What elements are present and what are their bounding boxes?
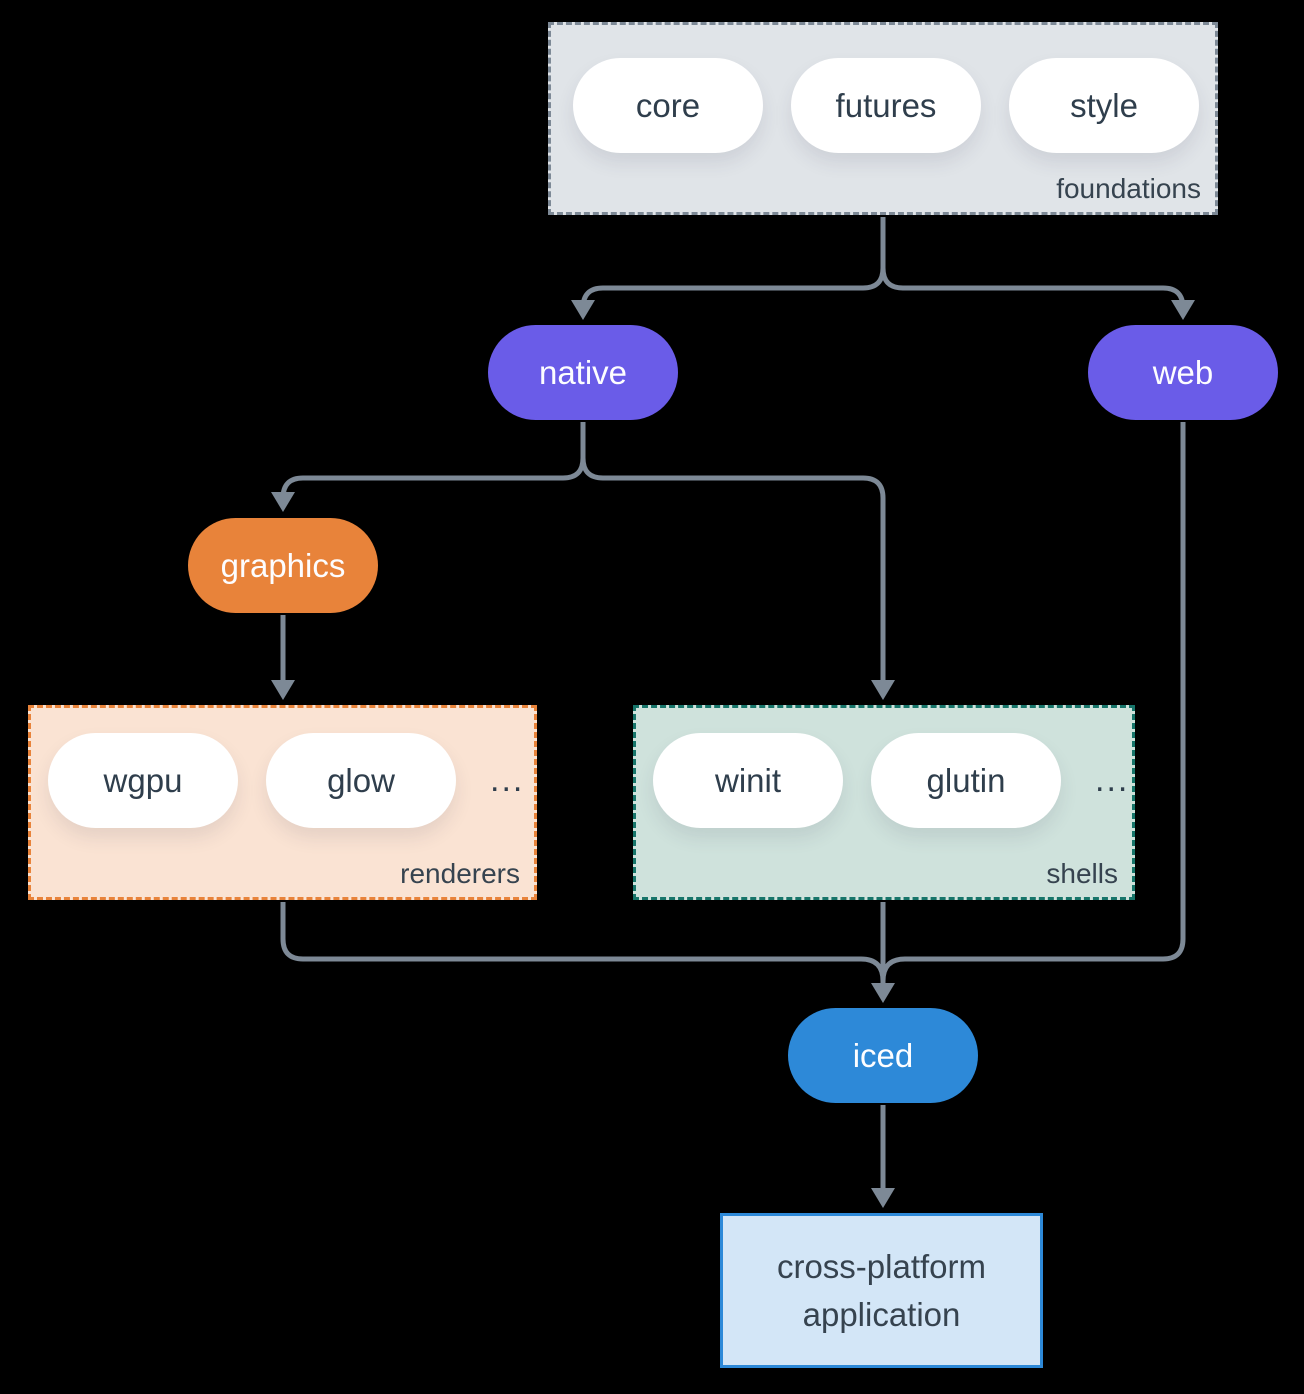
edge-web-iced [880,422,1186,982]
renderers-ellipsis: ... [490,761,525,799]
node-native: native [488,325,678,420]
node-graphics: graphics [188,518,378,613]
shells-ellipsis: ... [1095,761,1130,799]
group-foundations: core futures style foundations [548,22,1218,215]
edge-native-graphics [271,422,586,512]
group-shells: winit glutin ... shells [633,705,1135,900]
edge-renderers-iced [280,902,886,982]
node-cross-platform-application: cross-platform application [720,1213,1043,1368]
crate-glutin: glutin [871,733,1061,828]
crate-style: style [1009,58,1199,153]
renderers-pill-row: wgpu glow ... [48,733,524,828]
crate-core: core [573,58,763,153]
shells-pill-row: winit glutin ... [653,733,1129,828]
edge-native-shells [580,422,895,700]
crate-winit: winit [653,733,843,828]
crate-glow: glow [266,733,456,828]
crate-wgpu: wgpu [48,733,238,828]
foundations-pill-row: core futures style [573,58,1199,153]
node-iced: iced [788,1008,978,1103]
group-renderers: wgpu glow ... renderers [28,705,537,900]
node-web: web [1088,325,1278,420]
edge-foundations-native [571,217,886,320]
edge-foundations-web [880,217,1195,320]
foundations-group-label: foundations [1056,173,1201,204]
shells-group-label: shells [1046,858,1118,889]
renderers-group-label: renderers [400,858,520,889]
crate-futures: futures [791,58,981,153]
